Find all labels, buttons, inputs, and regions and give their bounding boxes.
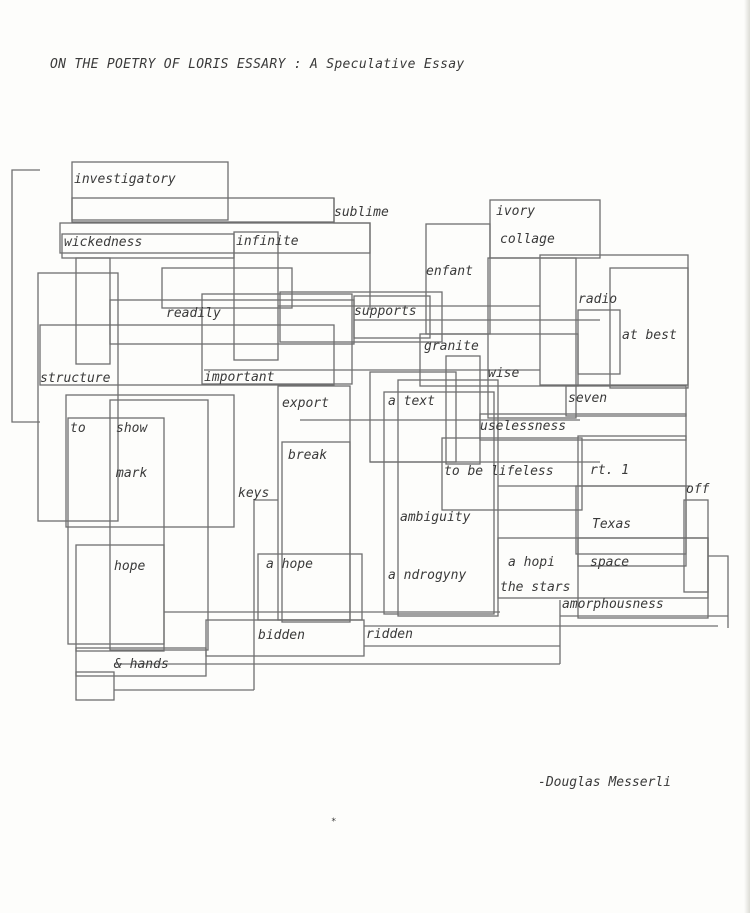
word-show: show <box>116 421 148 436</box>
word-to: to <box>70 421 86 436</box>
word-investigatory: investigatory <box>74 172 176 187</box>
box-left-stack <box>37 272 119 522</box>
word-export: export <box>282 396 329 411</box>
asterisk-mark: * <box>331 817 337 827</box>
box-wise-small <box>445 355 481 465</box>
box-supports <box>353 295 431 339</box>
word-wickedness: wickedness <box>64 235 143 250</box>
word-a-hope: a hope <box>266 557 313 572</box>
box-radio-right <box>609 267 689 389</box>
word-hope: hope <box>114 559 146 574</box>
box-structure <box>39 324 335 386</box>
word-a-hopi: a hopi <box>508 555 555 570</box>
word-enfant: enfant <box>426 264 473 279</box>
word-break: break <box>288 448 328 463</box>
word-infinite: infinite <box>236 234 299 249</box>
box-at-best <box>577 309 621 375</box>
word-amorphousness: amorphousness <box>562 597 664 612</box>
word-mark: mark <box>116 466 148 481</box>
bracket-keys <box>253 499 278 690</box>
word-ambiguity: ambiguity <box>400 510 471 525</box>
word-seven: seven <box>568 391 608 406</box>
word-sublime: sublime <box>334 205 389 220</box>
word-supports: supports <box>354 304 417 319</box>
word-space: space <box>590 555 630 570</box>
word-to-be-lifeless: to be lifeless <box>444 464 554 479</box>
box-supports-long <box>279 291 443 343</box>
box-show-wide <box>109 399 209 651</box>
word-important: important <box>204 370 275 385</box>
word-granite: granite <box>424 339 479 354</box>
word-bidden: bidden <box>258 628 305 643</box>
page-title: ON THE POETRY OF LORIS ESSARY : A Specul… <box>50 57 465 72</box>
author-signature: -Douglas Messerli <box>538 775 672 790</box>
word-wise: wise <box>488 366 520 381</box>
word-radio: radio <box>578 292 618 307</box>
box-left-inner <box>75 257 111 365</box>
box-to <box>65 394 235 528</box>
box-hands <box>75 647 207 677</box>
box-investigatory-wide <box>71 197 335 223</box>
word-collage: collage <box>500 232 555 247</box>
word-keys: keys <box>238 486 270 501</box>
word-off: off <box>686 482 710 497</box>
box-ambiguity <box>397 379 499 617</box>
box-sublime-long <box>59 222 371 254</box>
box-uselessness <box>479 413 687 441</box>
word-texas: Texas <box>592 517 632 532</box>
box-space <box>577 537 709 619</box>
box-rt1 <box>577 435 687 567</box>
box-seven <box>565 385 687 417</box>
page-edge-shadow <box>744 0 750 913</box>
word-rt-1: rt. 1 <box>590 463 630 478</box>
word-readily: readily <box>166 306 221 321</box>
box-important <box>201 293 353 385</box>
word-ivory: ivory <box>496 204 536 219</box>
box-investigatory <box>71 161 229 221</box>
word-and-hands: & hands <box>114 657 169 672</box>
word-the-stars: the stars <box>500 580 571 595</box>
box-export <box>277 385 351 621</box>
bracket-far-right <box>708 555 729 628</box>
box-lifeless <box>441 437 583 511</box>
word-at-best: at best <box>622 328 677 343</box>
box-a-hope <box>257 553 363 621</box>
word-structure: structure <box>40 371 111 386</box>
word-a-text: a text <box>388 394 435 409</box>
box-readily <box>161 267 293 309</box>
box-show <box>67 417 165 645</box>
box-break-inner <box>281 441 351 623</box>
box-wise <box>487 257 577 419</box>
box-hope <box>75 544 165 652</box>
box-hands-bottom <box>75 671 115 701</box>
word-ridden: ridden <box>366 627 413 642</box>
box-off <box>683 499 709 593</box>
word-uselessness: uselessness <box>480 419 567 434</box>
box-infinite <box>233 231 279 361</box>
word-a-ndrogyny: a ndrogyny <box>388 568 467 583</box>
box-a-text-tall <box>383 391 495 615</box>
bracket-far-left <box>11 169 40 423</box>
